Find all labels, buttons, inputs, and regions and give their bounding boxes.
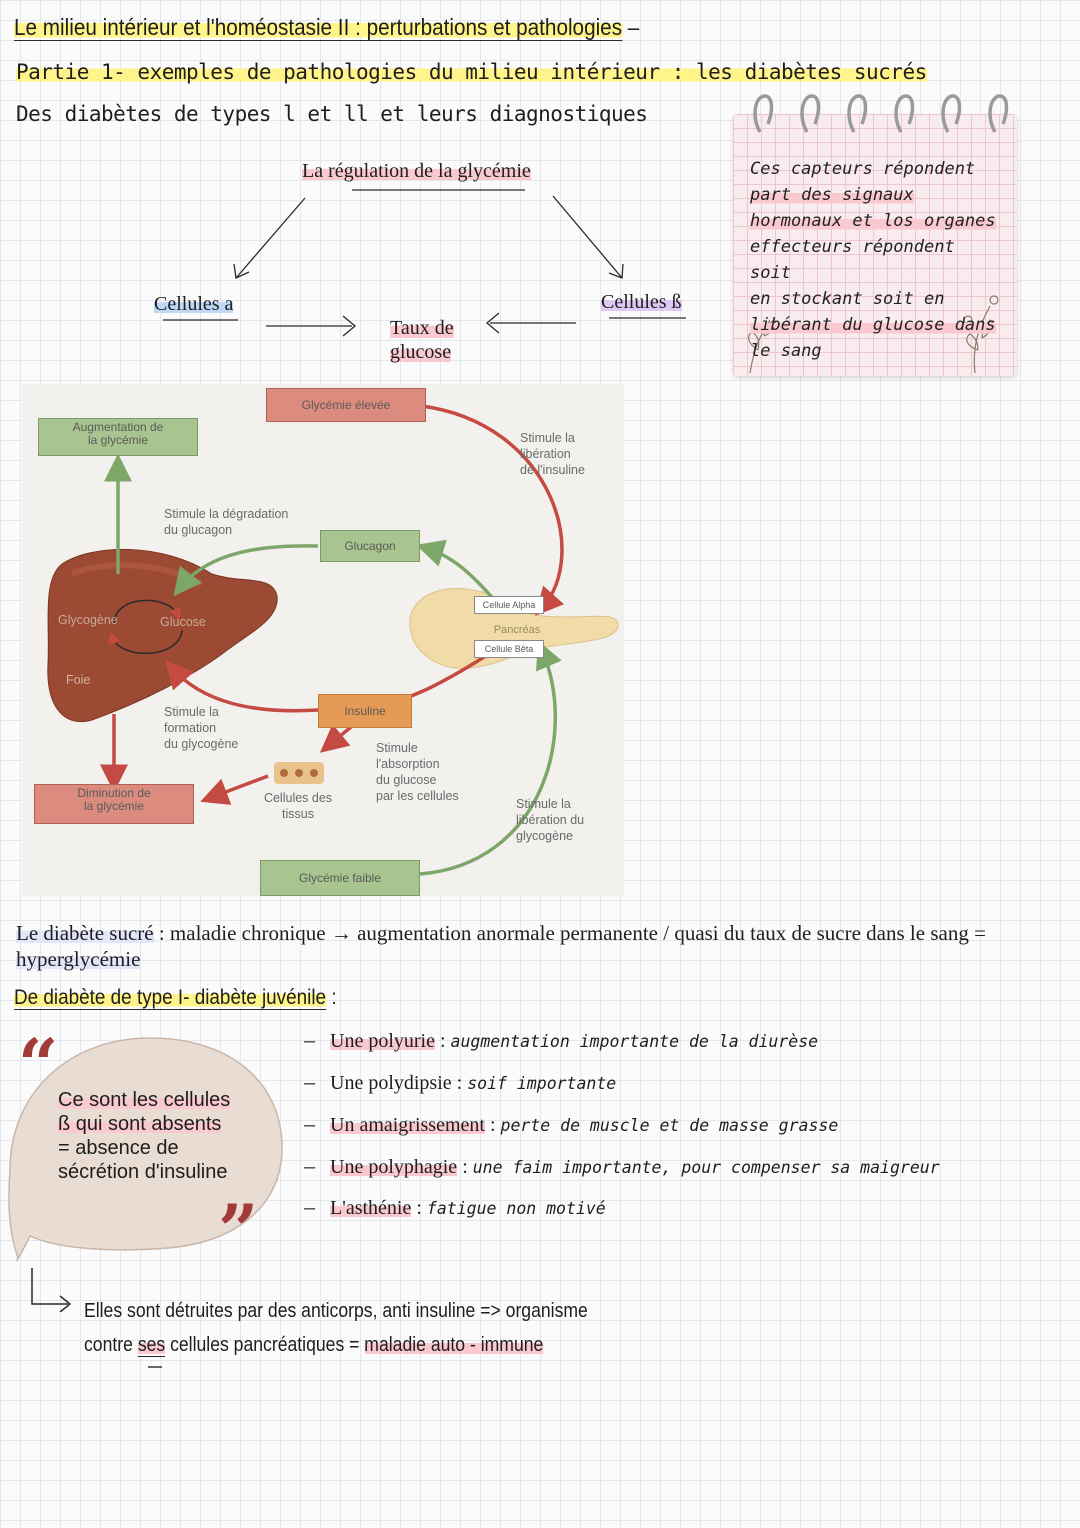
glycemia-increase-box: Augmentation de la glycémie — [38, 418, 198, 456]
liver-label: Foie — [66, 673, 91, 687]
glucose-level-label: Taux de glucose — [390, 316, 454, 364]
note-line: le sang — [750, 341, 822, 361]
beta-cell-label: Cellule Bêta — [474, 640, 544, 658]
glycemia-regulation-diagram: Glycémie élevée Augmentation de la glycé… — [22, 384, 624, 896]
symptom-item: –Une polydipsie : soif importante — [304, 1072, 617, 1094]
note-line: part des signaux — [750, 185, 914, 205]
regulation-title: La régulation de la glycémie — [302, 160, 531, 182]
note-line: en stockant soit en — [750, 289, 945, 309]
quote-open-icon: “ — [18, 1023, 59, 1106]
quote-text: Ce sont les cellules ß qui sont absents … — [58, 1089, 231, 1183]
liver-shape — [47, 548, 278, 722]
title-text: Le milieu intérieur et l'homéostasie II … — [14, 14, 623, 41]
stimulates-glycogen-formation-label: Stimule la formation du glycogène — [164, 705, 239, 751]
tissue-cells-label: Cellules des tissus — [263, 791, 333, 821]
note-line: effecteurs répondent soit — [750, 237, 955, 283]
underline-mark — [148, 1366, 162, 1368]
arrow-return-icon — [31, 1268, 72, 1312]
pancreas-label: Pancréas — [493, 624, 541, 636]
diagram-shapes — [47, 404, 619, 876]
low-glycemia-box: Glycémie faible — [260, 860, 420, 896]
note-line: hormonaux et los organes — [750, 211, 996, 231]
page-title: Le milieu intérieur et l'homéostasie II … — [14, 14, 639, 41]
glycemia-decrease-box: Diminution de la glycémie — [34, 784, 194, 824]
high-glycemia-box: Glycémie élevée — [266, 388, 426, 422]
stimulates-glucose-absorption-label: Stimule l'absorption du glucose par les … — [376, 741, 459, 803]
section-subtitle: Des diabètes de types l et ll et leurs d… — [16, 102, 648, 126]
tissue-cells-icon — [274, 762, 324, 784]
stimulates-insulin-release-label: Stimule la libération de l'insuline — [520, 431, 585, 477]
alpha-cell-label: Cellule Alpha — [474, 596, 544, 614]
diabetes-definition: Le diabète sucré : maladie chronique → a… — [16, 921, 986, 971]
conclusion-line-1: Elles sont détruites par des anticorps, … — [84, 1300, 588, 1322]
symptom-item: –Un amaigrissement : perte de muscle et … — [304, 1114, 839, 1136]
symptom-item: –Une polyphagie : une faim importante, p… — [304, 1156, 940, 1178]
alpha-cells-label: Cellules a — [154, 293, 234, 315]
glycogen-label: Glycogène — [58, 613, 118, 627]
glucagon-box: Glucagon — [320, 530, 420, 562]
quote-close-icon: ” — [218, 1189, 259, 1272]
type1-heading: De diabète de type I- diabète juvénile : — [14, 986, 337, 1010]
stimulates-glycogen-release-label: Stimule la libération du glycogène — [516, 797, 585, 843]
insulin-box: Insuline — [318, 694, 412, 728]
pancreas-shape — [409, 588, 619, 670]
note-line: libérant du glucose dans — [750, 315, 996, 335]
note-text: Ces capteurs répondent part des signaux … — [750, 156, 1000, 364]
stimulates-glucagon-degradation-label: Stimule la dégradation du glucagon — [164, 507, 289, 537]
title-dash: – — [627, 14, 640, 40]
part-heading: Partie 1- exemples de pathologies du mil… — [16, 60, 927, 84]
glucose-label: Glucose — [160, 615, 206, 629]
regulation-arrows — [163, 189, 686, 337]
symptom-item: –L'asthénie : fatigue non motivé — [304, 1197, 606, 1219]
beta-cells-label: Cellules ß — [601, 291, 682, 313]
note-line: Ces capteurs répondent — [750, 159, 976, 179]
symptom-item: –Une polyurie : augmentation importante … — [304, 1030, 819, 1052]
conclusion-line-2: contre ses cellules pancréatiques = mala… — [84, 1334, 544, 1357]
